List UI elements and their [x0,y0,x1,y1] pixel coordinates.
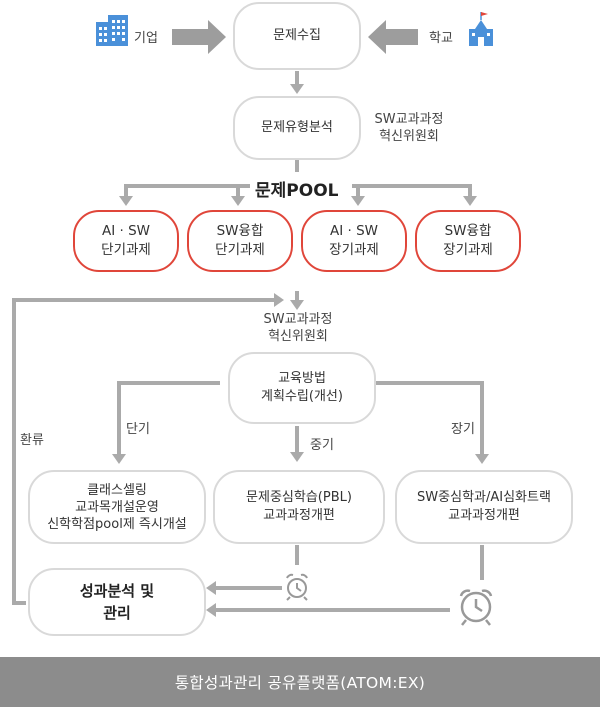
alarm-clock-icon-large [459,589,493,626]
pool-item-2-line1: SW융합 [216,223,264,239]
mid-term-outcome-box: 문제중심학습(PBL) 교과과정개편 [213,470,385,544]
branch-long-label: 장기 [451,422,475,437]
long-outcome-line2: 교과과정개편 [448,508,520,523]
feedback-label: 환류 [20,433,44,448]
pool-item-4-line1: SW융합 [444,223,492,239]
pool-item-2-line2: 단기과제 [215,242,265,258]
platform-footer: 통합성과관리 공유플랫폼(ATOM:EX) [0,657,600,707]
committee-note-2: SW교과과정 혁신위원회 [250,311,346,345]
company-arrow [172,20,226,54]
school-arrow [368,20,418,54]
long-term-outcome-box: SW중심학과/AI심화트랙 교과과정개편 [395,470,573,544]
education-plan-line1: 교육방법 [278,371,326,386]
short-outcome-line2: 교과목개설운영 [75,499,159,515]
committee-line-1: SW교과과정 [374,112,444,127]
pool-item-1-line1: AI · SW [101,223,150,239]
committee2-line-1: SW교과과정 [263,312,333,327]
pool-item-4-line2: 장기과제 [443,242,493,258]
committee-line-2: 혁신위원회 [379,129,439,144]
mid-outcome-line2: 교과과정개편 [263,508,335,523]
school-label: 학교 [429,31,453,46]
committee2-line-2: 혁신위원회 [268,329,328,344]
short-term-outcome-box: 클래스셀링 교과목개설운영 신학학점pool제 즉시개설 [28,470,206,544]
branch-mid-label: 중기 [310,438,334,453]
alarm-clock-icon-small [286,573,308,601]
problem-type-analysis-box: 문제유형분석 [233,96,361,160]
pool-item-1-line2: 단기과제 [101,242,151,258]
evaluation-line2: 관리 [103,604,131,622]
pool-item-3: AI · SW 장기과제 [301,210,407,272]
performance-analysis-box: 성과분석 및 관리 [28,568,206,636]
pool-item-3-line1: AI · SW [329,223,378,239]
education-plan-line2: 계획수립(개선) [261,389,343,404]
education-plan-box: 교육방법 계획수립(개선) [228,352,376,424]
mid-outcome-line1: 문제중심학습(PBL) [246,490,352,505]
pool-item-4: SW융합 장기과제 [415,210,521,272]
short-outcome-line1: 클래스셀링 [87,482,147,498]
pool-item-1: AI · SW 단기과제 [73,210,179,272]
long-outcome-line1: SW중심학과/AI심화트랙 [417,490,551,505]
pool-item-3-line2: 장기과제 [329,242,379,258]
committee-note-1: SW교과과정 혁신위원회 [364,111,454,145]
branch-short-label: 단기 [126,422,150,437]
school-icon [469,12,493,46]
problem-collection-box: 문제수집 [233,2,361,70]
company-label: 기업 [134,31,158,46]
pool-item-2: SW융합 단기과제 [187,210,293,272]
problem-pool-title: 문제POOL [255,181,339,201]
problem-collection-text: 문제수집 [273,28,321,43]
evaluation-line1: 성과분석 및 [79,582,155,600]
problem-type-analysis-text: 문제유형분석 [261,120,333,135]
flow-connectors [12,12,493,626]
short-outcome-line3: 신학학점pool제 즉시개설 [47,516,187,532]
platform-footer-text: 통합성과관리 공유플랫폼(ATOM:EX) [174,674,426,692]
